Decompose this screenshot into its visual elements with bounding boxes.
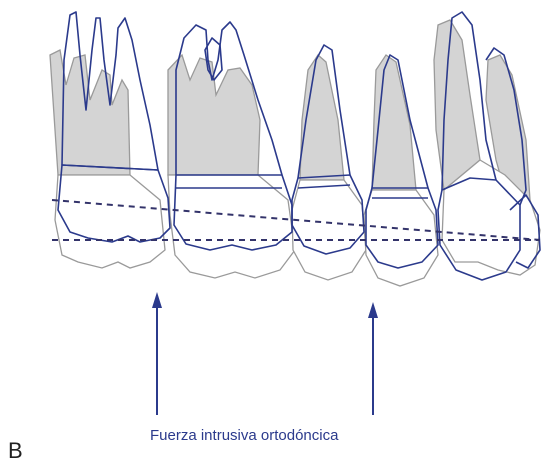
force-arrow-right-head <box>368 302 378 318</box>
gray-canine-1 <box>434 20 480 190</box>
gray-molar-1-crown <box>55 175 165 268</box>
figure-caption: Fuerza intrusiva ortodóncica <box>150 428 450 443</box>
gray-premolar-1-crown <box>292 180 366 280</box>
gray-premolar-2-crown <box>364 190 438 286</box>
gray-molar-2-crown <box>168 175 295 278</box>
force-arrow-left-head <box>152 292 162 308</box>
force-arrows <box>152 292 378 415</box>
panel-letter: B <box>8 440 23 462</box>
original-teeth-gray <box>50 20 540 286</box>
